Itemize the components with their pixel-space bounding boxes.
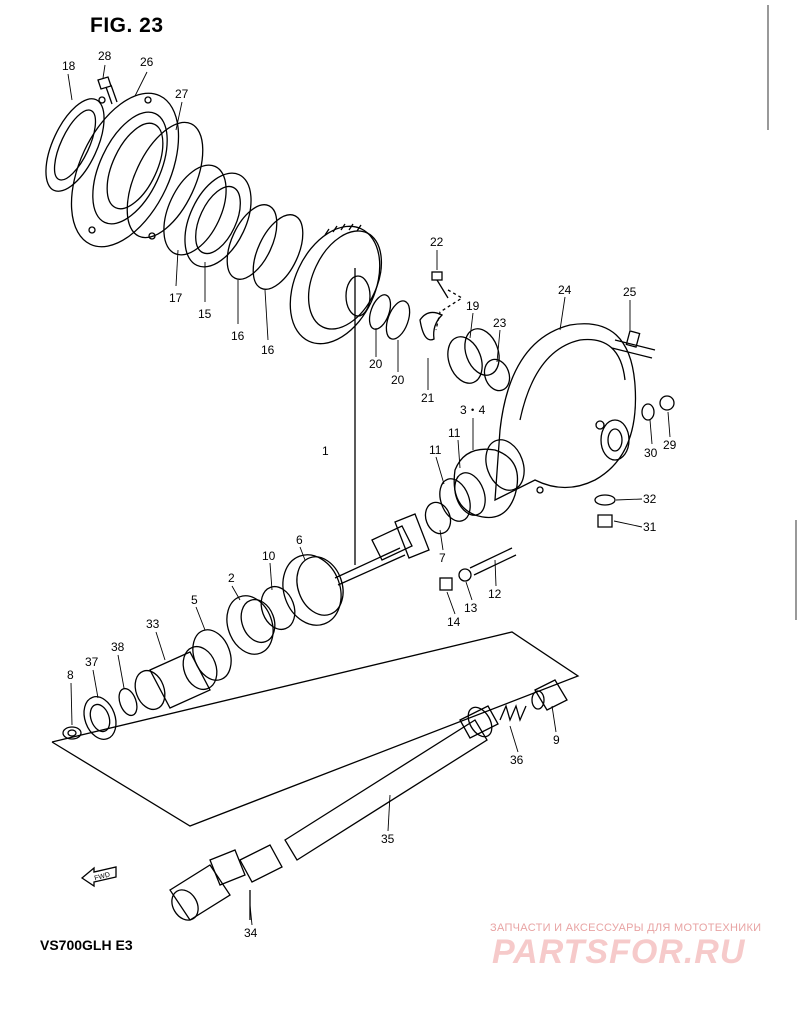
part-label-1: 1: [322, 444, 329, 458]
bearing-6: [282, 554, 344, 626]
watermark-caption: ЗАПЧАСТИ И АКСЕССУАРЫ ДЛЯ МОТОТЕХНИКИ: [490, 922, 762, 934]
part-label-11b: 11: [429, 443, 442, 457]
part-label-23: 23: [493, 316, 507, 330]
stud-12-nut-13-14: [439, 547, 517, 591]
part-label-11a: 11: [448, 426, 461, 440]
part-label-31: 31: [643, 520, 657, 534]
part-label-29: 29: [663, 438, 677, 452]
part-label-17: 17: [169, 291, 183, 305]
washer-8: [62, 726, 82, 740]
part-label-5: 5: [191, 593, 198, 607]
watermark-logo: PARTSFOR.RU: [492, 933, 746, 971]
part-label-18: 18: [62, 59, 76, 73]
part-label-14: 14: [447, 615, 461, 629]
part-label-7: 7: [439, 551, 446, 565]
part-label-28: 28: [98, 49, 112, 63]
seal-37: [83, 696, 117, 740]
part-label-21: 21: [421, 391, 435, 405]
part-label-36: 36: [510, 753, 524, 767]
bearing-17-15: [163, 164, 252, 268]
figure-title: FIG. 23: [90, 14, 164, 37]
part-label-32: 32: [643, 492, 657, 506]
fwd-arrow-icon: [80, 866, 117, 888]
fwd-arrow-label: FWD: [94, 871, 111, 882]
spacer-10: [260, 585, 296, 631]
part-label-35: 35: [381, 832, 395, 846]
part-label-9: 9: [553, 733, 560, 747]
leader-lines: [67, 64, 671, 926]
part-label-13: 13: [464, 601, 478, 615]
nut-2: [226, 595, 276, 655]
part-label-20b: 20: [391, 373, 405, 387]
shim-16: [226, 204, 304, 290]
ring-gear-1: [289, 223, 383, 345]
scan-edge-marks: [767, 5, 797, 620]
part-label-6: 6: [296, 533, 303, 547]
bearing-19-23: [447, 328, 511, 392]
part-label-16b: 16: [261, 343, 275, 357]
part-label-25: 25: [623, 285, 637, 299]
o-ring-27: [126, 121, 204, 239]
part-number-labels: 18 28 26 27 17 15 16 16 22 20 20 19 23 2…: [62, 49, 677, 940]
stopper-21: [419, 311, 444, 341]
drive-pinion-1: [334, 513, 430, 586]
plug-29-gasket-30: [641, 395, 675, 421]
oil-seal-18: [45, 98, 105, 192]
spring-36: [499, 704, 527, 722]
part-label-10: 10: [262, 549, 276, 563]
part-label-27: 27: [175, 87, 189, 101]
part-label-19: 19: [466, 299, 480, 313]
universal-joint-34: [169, 844, 283, 921]
bolt-22: [431, 271, 464, 331]
part-label-37: 37: [85, 655, 99, 669]
coupling-33: [134, 645, 218, 711]
part-label-22: 22: [430, 235, 444, 249]
part-label-38: 38: [111, 640, 125, 654]
part-label-3-4: 3・4: [460, 403, 486, 417]
nut-9: [531, 679, 568, 711]
part-label-24: 24: [558, 283, 572, 297]
propeller-shaft-35: [284, 705, 499, 861]
final-gear-case-24: [485, 323, 637, 502]
bearing-case-26: [70, 92, 180, 248]
part-label-2: 2: [228, 571, 235, 585]
part-label-34: 34: [244, 926, 258, 940]
stud-25: [611, 330, 656, 359]
part-label-8: 8: [67, 668, 74, 682]
part-label-16a: 16: [231, 329, 245, 343]
circlip-38: [118, 687, 138, 717]
part-label-30: 30: [644, 446, 658, 460]
part-label-20a: 20: [369, 357, 383, 371]
shims-20: [368, 294, 411, 340]
part-label-33: 33: [146, 617, 160, 631]
gasket-3-4: [453, 448, 519, 519]
model-label: VS700GLH E3: [40, 937, 133, 953]
bearing-7: [424, 501, 452, 535]
shaft-section-border: [51, 631, 580, 827]
part-label-12: 12: [488, 587, 502, 601]
plug-31-gasket-32: [594, 494, 616, 528]
part-label-15: 15: [198, 307, 212, 321]
part-label-26: 26: [140, 55, 154, 69]
bolt-28: [97, 76, 118, 105]
